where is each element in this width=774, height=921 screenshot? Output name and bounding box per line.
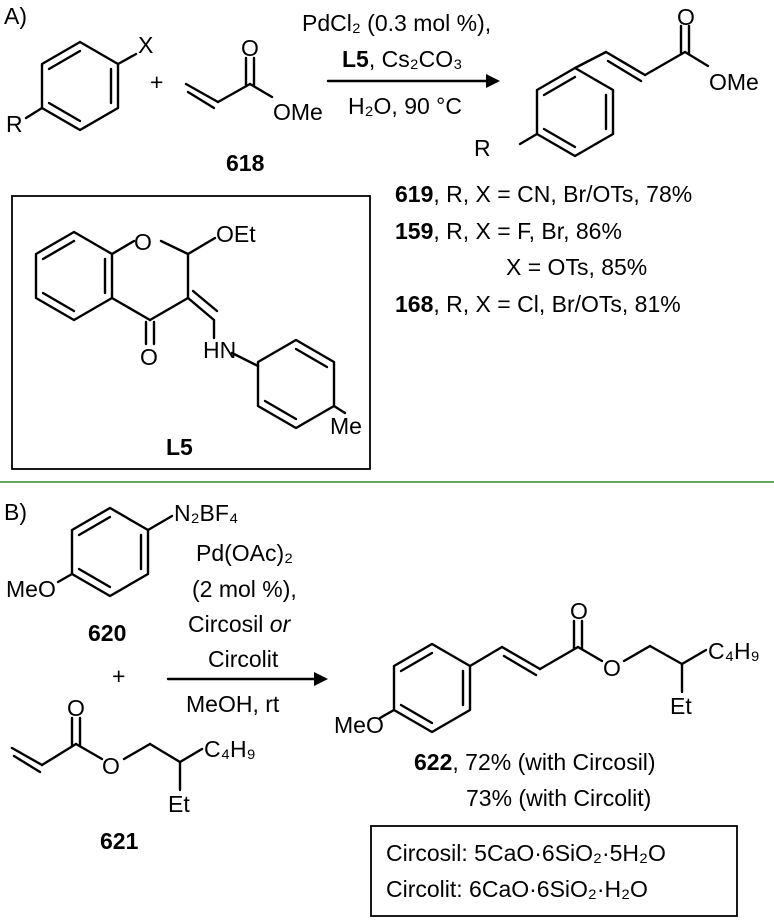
panel-a-label: A) [4,3,27,29]
condition-b-catalyst: Pd(OAc)₂ [196,540,293,566]
result-159: 159, R, X = F, Br, 86% [395,218,622,244]
diazonium-meo: MeO [6,576,56,602]
ester-621-o: O [102,753,120,779]
ester-621-carbonyl-o: O [67,695,85,721]
product-622-c4h9: C₄H₉ [708,638,760,664]
yield-622-circolit: 73% (with Circolit) [466,785,651,811]
reaction-arrow-b-head [314,672,328,686]
condition-b-solvent: MeOH, rt [186,691,280,717]
diazonium-salt-structure [56,506,174,598]
condition-a-ligand-base: L5, Cs₂CO₃ [342,46,463,72]
ester-621-c4h9: C₄H₉ [204,736,256,762]
ligand-l5-name: L5 [166,434,193,460]
aryl-x-label: X [138,32,153,58]
circosil-composition: Circosil: 5CaO·6SiO₂·5H₂O [386,840,666,866]
plus-sign-a: + [150,69,163,95]
aryl-halide-structure [24,40,138,132]
ligand-oet: OEt [216,221,256,247]
diazonium-n2bf4: N₂BF₄ [174,500,238,526]
compound-618-label: 618 [226,150,265,176]
condition-a-solvent: H₂O, 90 °C [348,93,462,119]
ligand-hn: HN [203,337,236,363]
ligand-l5-box [11,195,371,470]
acrylate-ome: OMe [273,99,323,125]
product-a-r: R [474,135,491,161]
product-622-o: O [603,655,621,681]
composition-box [370,825,738,917]
compound-621-label: 621 [100,828,139,854]
methyl-acrylate-structure [184,56,274,110]
acrylate-carbonyl-o: O [241,35,259,61]
product-a-ome: OMe [709,69,759,95]
circolit-composition: Circolit: 6CaO·6SiO₂·H₂O [386,876,648,902]
plus-sign-b: + [112,663,125,689]
result-159-ots: X = OTs, 85% [506,254,647,280]
yield-622-circosil: 622, 72% (with Circosil) [414,749,656,775]
ester-621-et: Et [168,791,190,817]
cinnamate-product-structure [518,24,710,158]
condition-b-loading: (2 mol %), [192,576,297,602]
product-a-carbonyl-o: O [677,4,695,30]
ligand-me: Me [330,413,362,439]
product-622-meo: MeO [334,712,384,738]
product-622-structure [378,619,708,734]
reaction-arrow-a-head [486,74,500,88]
condition-b-circolit: Circolit [208,646,279,672]
ligand-ring-o: O [134,229,152,255]
condition-a-catalyst: PdCl₂ (0.3 mol %), [302,10,491,36]
ethylhexyl-acrylate-structure [10,716,204,792]
result-168: 168, R, X = Cl, Br/OTs, 81% [395,291,681,317]
ligand-keto-o: O [140,344,158,370]
condition-b-additive: Circosil or [188,611,292,637]
condition-a-base: , Cs₂CO₃ [369,46,463,72]
aryl-r-label: R [6,111,23,137]
panel-b-label: B) [4,499,27,525]
product-622-et: Et [670,693,692,719]
product-622-carbonyl-o: O [570,598,588,624]
condition-a-ligand: L5 [342,46,369,72]
ligand-l5-structure [34,230,347,430]
compound-620-label: 620 [88,620,126,646]
result-619: 619, R, X = CN, Br/OTs, 78% [395,181,692,207]
